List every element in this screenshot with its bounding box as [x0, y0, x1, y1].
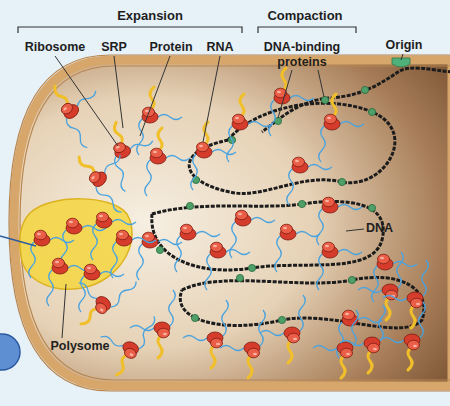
- ribosome: [358, 252, 403, 320]
- ribosome: [275, 224, 320, 272]
- part-label: DNA-binding proteins: [254, 40, 350, 70]
- cell-envelope: [14, 60, 450, 386]
- leader-line: [278, 70, 292, 118]
- ribosome: [175, 224, 220, 272]
- dna-binding-protein: [278, 316, 285, 323]
- ribosome: [269, 68, 314, 136]
- leader-line: [346, 229, 364, 231]
- callout-circle: [0, 334, 20, 370]
- external-pointer: [0, 236, 36, 246]
- part-label: Polysome: [38, 339, 122, 354]
- dna-binding-protein: [368, 108, 375, 115]
- ribosome: [137, 87, 182, 155]
- dna-binding-protein: [236, 274, 243, 281]
- dna-binding-protein: [368, 204, 375, 211]
- part-label: Ribosome: [15, 40, 95, 55]
- section-heading: Expansion: [95, 8, 205, 23]
- dna-binding-protein: [338, 178, 345, 185]
- leader-line: [114, 56, 123, 128]
- ribosome: [183, 300, 228, 368]
- dna-binding-proteins: [156, 86, 375, 323]
- ribosome: [220, 310, 265, 378]
- dna-binding-protein: [156, 246, 163, 253]
- ribosome: [380, 302, 425, 370]
- part-label: SRP: [94, 40, 134, 55]
- section-heading: Compaction: [252, 8, 358, 23]
- expansion-bracket: [18, 27, 242, 33]
- ribosome: [47, 258, 92, 306]
- part-label: Protein: [136, 40, 206, 55]
- ribosome: [340, 305, 385, 373]
- inner-membrane: [20, 66, 450, 380]
- leader-lines: [0, 54, 403, 338]
- leader-line: [203, 56, 220, 142]
- dna-binding-protein: [298, 200, 305, 207]
- ribosome: [317, 197, 362, 245]
- ribosome: [313, 310, 358, 378]
- dna-binding-protein: [248, 264, 255, 271]
- dna-binding-protein: [361, 86, 368, 93]
- ribosome: [317, 242, 362, 290]
- dna-strands: [152, 68, 450, 328]
- ribosome: [111, 230, 156, 278]
- part-label: Origin: [374, 38, 434, 53]
- leader-line: [62, 284, 66, 338]
- dna-binding-protein: [191, 314, 198, 321]
- ribosome: [287, 157, 332, 205]
- leader-line: [55, 56, 118, 146]
- dna-binding-protein: [192, 176, 199, 183]
- ribosome: [29, 230, 74, 278]
- ribosome: [42, 68, 120, 149]
- ribosome: [205, 242, 250, 290]
- ribosome: [383, 260, 428, 328]
- dna-binding-protein: [186, 202, 193, 209]
- leader-line: [401, 54, 403, 60]
- dna-binding-protein: [321, 96, 328, 103]
- ribosome: [79, 264, 124, 312]
- outer-membrane: [9, 55, 450, 391]
- leader-line: [318, 70, 324, 97]
- ribosomes: [29, 68, 429, 381]
- ribosome: [145, 128, 190, 196]
- dna-binding-protein: [348, 276, 355, 283]
- dna-strand: [262, 68, 450, 132]
- leader-line: [140, 56, 170, 136]
- part-label: DNA: [366, 221, 406, 236]
- ribosome: [260, 295, 305, 363]
- ribosome: [227, 94, 272, 162]
- compaction-bracket: [258, 27, 356, 33]
- ribosome: [319, 94, 364, 162]
- part-label: RNA: [200, 40, 240, 55]
- dna-loop: [189, 103, 395, 193]
